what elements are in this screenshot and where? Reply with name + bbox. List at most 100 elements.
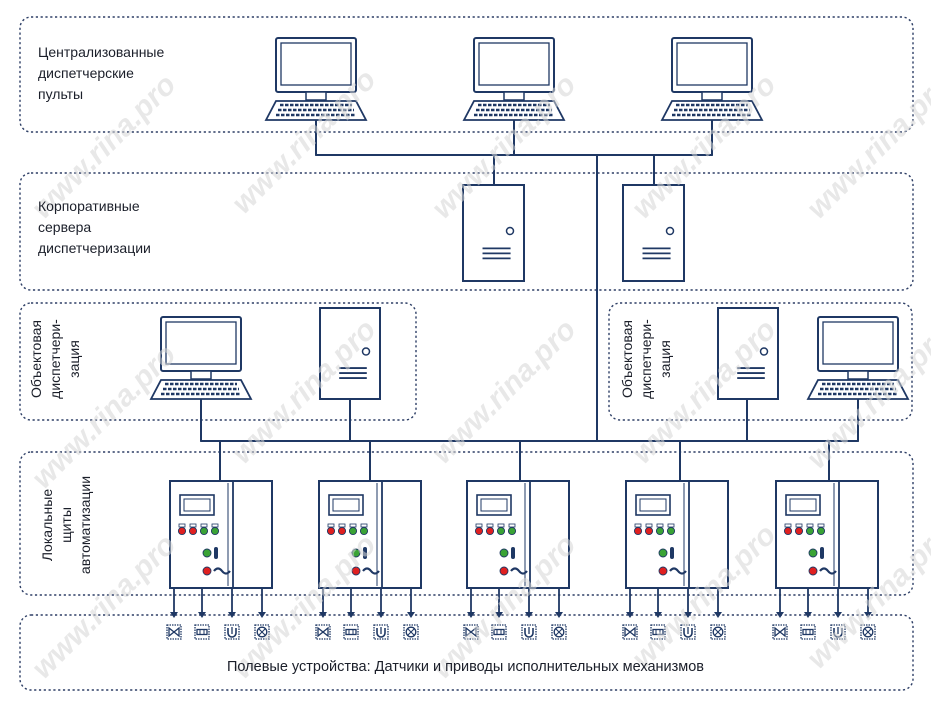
tier-label-corporate-servers: Корпоративные сервера диспетчеризации [38, 196, 151, 259]
sensor-shape [652, 628, 664, 636]
switch-lever [820, 547, 824, 559]
selector-knob [819, 567, 837, 575]
indicator-led [199, 526, 209, 536]
arrow-head [407, 612, 415, 618]
panel-display-inner [332, 498, 360, 512]
network-wires [170, 117, 872, 618]
control-panel-icon [625, 480, 729, 589]
arrow-head [804, 612, 812, 618]
indicator-led [188, 526, 198, 536]
valve-icon [315, 624, 331, 640]
monitor-stand [190, 370, 212, 380]
arrow-head [776, 612, 784, 618]
server-icon [319, 307, 381, 400]
motor-cross [864, 628, 872, 636]
indicator-led [359, 526, 369, 536]
motor-cross [555, 628, 563, 636]
monitor-screen [478, 42, 550, 86]
panel-display-inner [789, 498, 817, 512]
actuator-shape [227, 628, 237, 638]
actuator-shape [376, 628, 386, 638]
monitor-screen [165, 321, 237, 365]
tier-label-local-panels: Локальные щиты автоматизации [38, 465, 96, 585]
motor-cross [258, 628, 266, 636]
tier-frame [19, 614, 914, 691]
indicator-led [805, 526, 815, 536]
switch-lever [363, 547, 367, 559]
selector-knob [510, 567, 528, 575]
arrow-head [347, 612, 355, 618]
server-power [665, 226, 675, 236]
monitor-stand [503, 91, 525, 101]
valve-shape [317, 626, 329, 638]
indicator-cap [784, 523, 792, 528]
tier-label-field-devices: Полевые устройства: Датчики и приводы ис… [227, 659, 704, 675]
stop-button [658, 566, 668, 576]
indicator-cap [656, 523, 664, 528]
arrow-head [525, 612, 533, 618]
tier-label-central-consoles: Централизованные диспетчерские пульты [38, 42, 164, 105]
panel-display-inner [183, 498, 211, 512]
valve-icon [166, 624, 182, 640]
tier-frame [19, 302, 417, 421]
server-power [361, 347, 371, 356]
sensor-icon [800, 624, 816, 640]
server-power [759, 347, 769, 356]
sensor-icon [650, 624, 666, 640]
server-case [717, 307, 779, 400]
sensor-icon [194, 624, 210, 640]
arrow-head [555, 612, 563, 618]
indicator-led [666, 526, 676, 536]
start-button [202, 548, 212, 558]
arrow-head [654, 612, 662, 618]
label-line: Локальные [39, 488, 55, 562]
panel-display-inner [480, 498, 508, 512]
arrow-head [258, 612, 266, 618]
indicator-led [496, 526, 506, 536]
label-line: Централизованные [38, 44, 165, 60]
label-line: диспетчери- [638, 319, 654, 399]
valve-icon [463, 624, 479, 640]
motor-cross [714, 628, 722, 636]
label-line: Объектовая [619, 320, 635, 398]
indicator-led [474, 526, 484, 536]
sensor-icon [343, 624, 359, 640]
actuator-icon [830, 624, 846, 640]
server-icon [622, 184, 685, 282]
monitor-stand [847, 370, 869, 380]
server-case [622, 184, 685, 282]
sensor-icon [491, 624, 507, 640]
indicator-led [644, 526, 654, 536]
tier-frames [19, 16, 914, 691]
switch-lever [670, 547, 674, 559]
start-button [808, 548, 818, 558]
monitor-screen [280, 42, 352, 86]
label-line: щиты [58, 507, 74, 543]
arrow-head [228, 612, 236, 618]
valve-shape [774, 626, 786, 638]
indicator-led [177, 526, 187, 536]
switch-lever [511, 547, 515, 559]
indicator-led [794, 526, 804, 536]
indicator-cap [327, 523, 335, 528]
panel-display-inner [639, 498, 667, 512]
indicator-cap [360, 523, 368, 528]
stop-button [808, 566, 818, 576]
indicator-cap [475, 523, 483, 528]
indicator-cap [667, 523, 675, 528]
indicator-cap [645, 523, 653, 528]
computer-icon [462, 37, 566, 121]
arrow-head [495, 612, 503, 618]
motor-icon [551, 624, 567, 640]
stop-button [202, 566, 212, 576]
monitor-screen [676, 42, 748, 86]
arrow-head [714, 612, 722, 618]
control-panel-icon [466, 480, 570, 589]
server-icon [462, 184, 525, 282]
arrow-head [684, 612, 692, 618]
indicator-cap [817, 523, 825, 528]
selector-knob [362, 567, 380, 575]
indicator-cap [486, 523, 494, 528]
indicator-cap [189, 523, 197, 528]
arrow-head [834, 612, 842, 618]
